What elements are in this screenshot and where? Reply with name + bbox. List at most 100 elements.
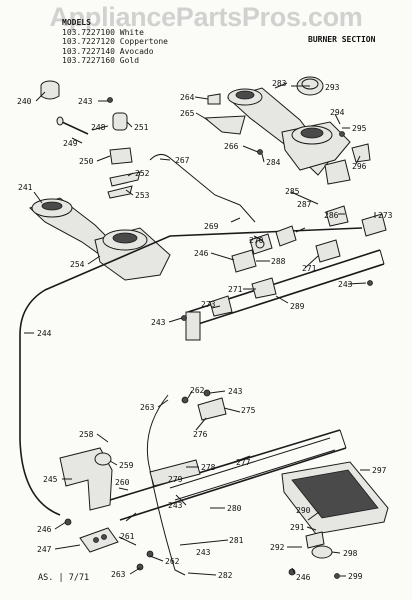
part-number: 250 xyxy=(79,157,94,166)
part-number: 266 xyxy=(224,142,239,151)
part-number: 276 xyxy=(193,430,208,439)
oven-burner-tube-281 xyxy=(109,429,347,521)
part-number: 290 xyxy=(296,506,311,515)
thermostat-bulb-259 xyxy=(94,452,112,466)
part-number: 280 xyxy=(227,504,242,513)
valve-271a xyxy=(251,277,277,299)
bracket-250 xyxy=(109,147,133,165)
part-number: 262 xyxy=(165,557,180,566)
safety-valve-247 xyxy=(79,527,119,553)
part-number: 251 xyxy=(134,123,149,132)
part-number: 243 xyxy=(228,387,243,396)
part-number: 273 xyxy=(201,300,216,309)
burner-cap-240 xyxy=(40,80,60,100)
part-number: 265 xyxy=(180,109,195,118)
valve-287 xyxy=(275,225,297,247)
part-number: 243 xyxy=(196,548,211,557)
model-line: 103.7227120 Coppertone xyxy=(62,37,168,47)
bracket-296 xyxy=(351,143,371,163)
valve-273b xyxy=(209,295,233,317)
part-number: 283 xyxy=(272,79,287,88)
ignition-wire-267 xyxy=(149,154,241,206)
part-number: 240 xyxy=(17,97,32,106)
part-number: 299 xyxy=(348,572,363,581)
part-number: 293 xyxy=(325,83,340,92)
part-number: 281 xyxy=(229,536,244,545)
part-number: 247 xyxy=(37,545,52,554)
part-labels: 240 241 243 243 243 243 243 243 244 245 … xyxy=(17,79,393,582)
part-number: 270 xyxy=(249,236,264,245)
part-number: 244 xyxy=(37,329,52,338)
part-number: 289 xyxy=(290,302,305,311)
bracket-265 xyxy=(203,115,246,135)
air-shutter-251 xyxy=(112,112,128,131)
part-number: 278 xyxy=(201,463,216,472)
part-number: 295 xyxy=(352,124,367,133)
part-number: 287 xyxy=(297,200,312,209)
part-number: 261 xyxy=(120,532,135,541)
part-number: 249 xyxy=(63,139,78,148)
burner-front-right xyxy=(281,121,351,185)
valve-271b xyxy=(315,239,341,263)
part-number: 296 xyxy=(352,162,367,171)
oven-burner-277 xyxy=(169,437,336,501)
part-number: 263 xyxy=(140,403,155,412)
part-number: 246 xyxy=(296,573,311,582)
tube-248 xyxy=(56,116,89,135)
part-number: 271 xyxy=(302,264,317,273)
gas-line-244 xyxy=(19,227,363,516)
part-number: 286 xyxy=(324,211,339,220)
model-list: MODELS 103.7227100 White 103.7227120 Cop… xyxy=(62,18,168,66)
part-number: 284 xyxy=(266,158,281,167)
valve-270 xyxy=(249,233,273,255)
igniter-290-298 xyxy=(305,531,333,559)
model-line: 103.7227160 Gold xyxy=(62,56,140,66)
part-number: 279 xyxy=(168,475,183,484)
clip-252-253 xyxy=(107,171,141,199)
part-number: 243 xyxy=(78,97,93,106)
part-number: 246 xyxy=(37,525,52,534)
part-number: 285 xyxy=(285,187,300,196)
clip-264 xyxy=(207,93,221,105)
orifice-275-276 xyxy=(197,397,227,421)
thermostat-capillary-263 xyxy=(146,394,186,576)
part-number: 294 xyxy=(330,108,345,117)
part-number: 277 xyxy=(236,458,251,467)
part-number: 246 xyxy=(194,249,209,258)
part-number: 243 xyxy=(168,501,183,510)
part-number: 267 xyxy=(175,156,190,165)
part-number: 241 xyxy=(18,183,33,192)
model-line: 103.7227140 Avocado xyxy=(62,46,154,56)
part-number: 292 xyxy=(270,543,285,552)
model-line: 103.7227100 White xyxy=(62,27,144,37)
leader-lines xyxy=(24,82,376,577)
part-number: 291 xyxy=(290,523,305,532)
part-number: 288 xyxy=(271,257,286,266)
part-number: 245 xyxy=(43,475,58,484)
part-number: 264 xyxy=(180,93,195,102)
part-number: 263 xyxy=(111,570,126,579)
part-number: 297 xyxy=(372,466,387,475)
part-number: 258 xyxy=(79,430,94,439)
part-number: 273 xyxy=(378,211,393,220)
part-number: 243 xyxy=(151,318,166,327)
model-list-heading: MODELS xyxy=(62,18,91,27)
footer-code: AS. | 7/71 xyxy=(38,573,90,583)
valve-288 xyxy=(231,249,257,273)
part-number: 248 xyxy=(91,123,106,132)
lead-269 xyxy=(239,204,256,223)
part-number: 298 xyxy=(343,549,358,558)
part-number: 254 xyxy=(70,260,85,269)
part-number: 252 xyxy=(135,169,150,178)
part-number: 275 xyxy=(241,406,256,415)
part-number: 259 xyxy=(119,461,134,470)
part-number: 262 xyxy=(190,386,205,395)
part-number: 282 xyxy=(218,571,233,580)
section-title: BURNER SECTION xyxy=(308,35,376,44)
valve-286 xyxy=(325,205,349,227)
part-number: 269 xyxy=(204,222,219,231)
burner-front-left xyxy=(94,227,171,281)
part-number: 260 xyxy=(115,478,130,487)
broiler-burner-297 xyxy=(281,461,389,535)
